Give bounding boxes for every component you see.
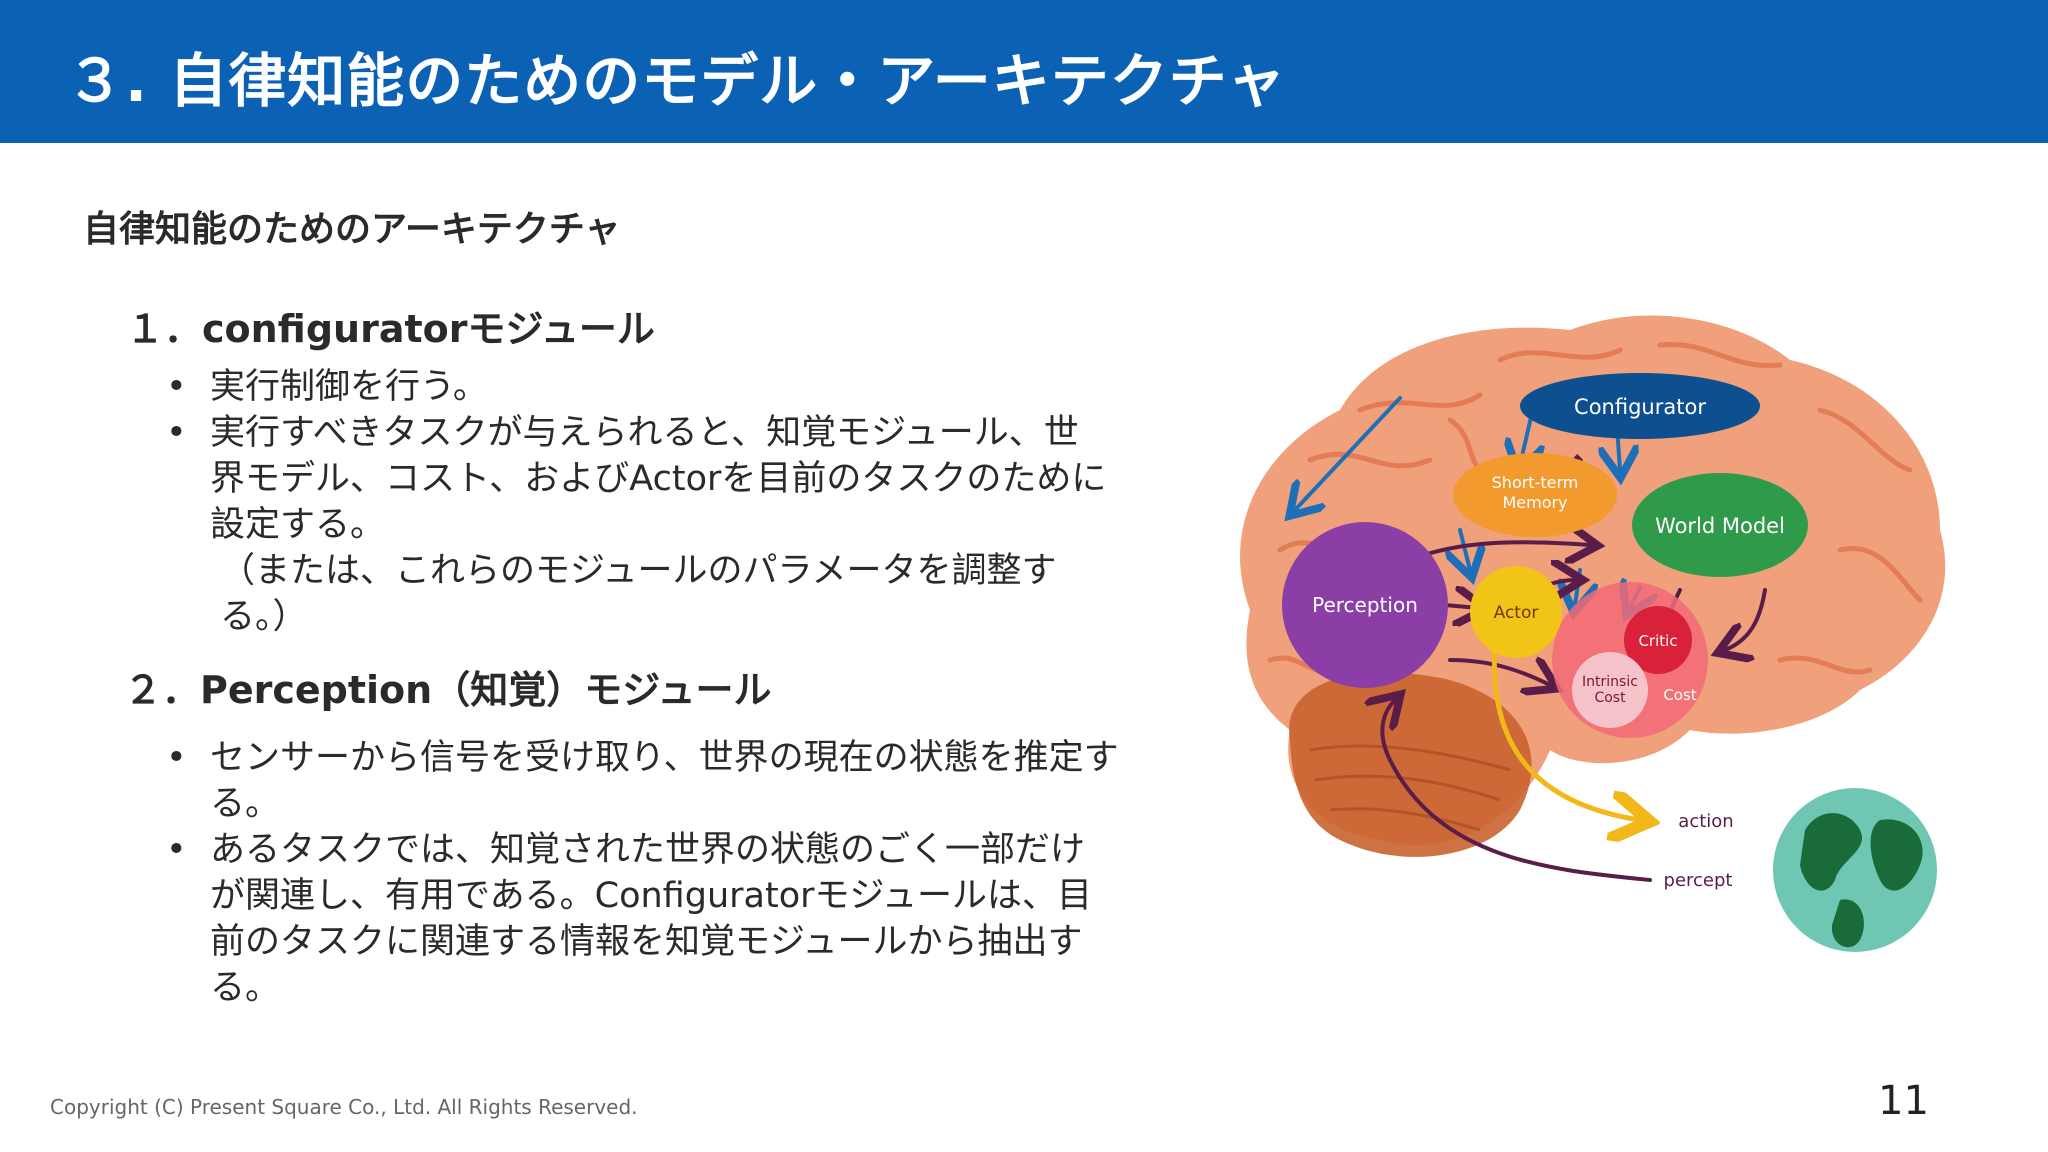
configurator-heading: １．configuratorモジュール <box>126 307 655 351</box>
slide-title: ３. 自律知能のためのモデル・アーキテクチャ <box>66 47 1287 115</box>
brain-folds <box>1267 341 1923 675</box>
perception-label: Perception <box>1312 593 1418 617</box>
perception-node <box>1282 522 1448 688</box>
bullet-text: あるタスクでは、知覚された世界の状態のごく一部だけが関連し、有用である。Conf… <box>210 830 1093 1008</box>
configurator-bullets: • 実行制御を行う。 • 実行すべきタスクが与えられると、知覚モジュール、世界モデル… <box>122 364 1152 640</box>
configurator-node <box>1520 373 1760 439</box>
bullet-dot: • <box>166 738 187 778</box>
bullet-dot: • <box>166 830 187 870</box>
earth-globe <box>1773 788 1937 952</box>
cerebellum-shape <box>1289 672 1532 857</box>
intrinsic-cost-label: Intrinsic <box>1582 674 1638 690</box>
header-bar: ３. 自律知能のためのモデル・アーキテクチャ <box>0 0 2048 143</box>
short-term-memory-label: Short-term <box>1492 473 1579 492</box>
actor-node <box>1470 566 1562 658</box>
bullet-item: • 実行すべきタスクが与えられると、知覚モジュール、世界モデル、コスト、およびAc… <box>122 410 1152 640</box>
intrinsic-cost-label: Cost <box>1594 690 1626 706</box>
percept-label: percept <box>1664 870 1733 891</box>
section-subtitle: 自律知能のためのアーキテクチャ <box>83 209 621 250</box>
critic-label: Critic <box>1638 632 1677 650</box>
bullet-text: センサーから信号を受け取り、世界の現在の状態を推定する。 <box>210 738 1119 824</box>
world-model-node <box>1632 473 1808 577</box>
bullet-dot: • <box>166 413 187 453</box>
cost-label: Cost <box>1663 686 1696 704</box>
bullet-text: 実行制御を行う。 <box>210 367 488 407</box>
critic-node <box>1624 606 1692 674</box>
page-number: 11 <box>1878 1078 1929 1124</box>
action-label: action <box>1678 811 1733 832</box>
bullet-item: • 実行制御を行う。 <box>122 364 1152 410</box>
bullet-note: （または、これらのモジュールのパラメータを調整する。） <box>220 551 1057 637</box>
short-term-memory-node <box>1453 453 1617 537</box>
configurator-label: Configurator <box>1574 395 1706 419</box>
intrinsic-cost-node <box>1572 652 1648 728</box>
perception-bullets: • センサーから信号を受け取り、世界の現在の状態を推定する。 • あるタスクでは、知… <box>122 735 1152 1011</box>
bullet-item: • センサーから信号を受け取り、世界の現在の状態を推定する。 <box>122 735 1152 827</box>
bullet-item: • あるタスクでは、知覚された世界の状態のごく一部だけが関連し、有用である。Con… <box>122 827 1152 1011</box>
bullet-text: 実行すべきタスクが与えられると、知覚モジュール、世界モデル、コスト、およびAct… <box>210 413 1107 545</box>
world-model-label: World Model <box>1655 514 1785 538</box>
brain-architecture-illustration: Configurator Short-term Memory World Mod… <box>1240 315 1946 952</box>
copyright-footer: Copyright (C) Present Square Co., Ltd. A… <box>50 1095 638 1119</box>
actor-label: Actor <box>1494 603 1539 623</box>
perception-heading: ２．Perception（知覚）モジュール <box>124 668 772 712</box>
bullet-dot: • <box>166 367 187 407</box>
short-term-memory-label: Memory <box>1502 493 1567 512</box>
